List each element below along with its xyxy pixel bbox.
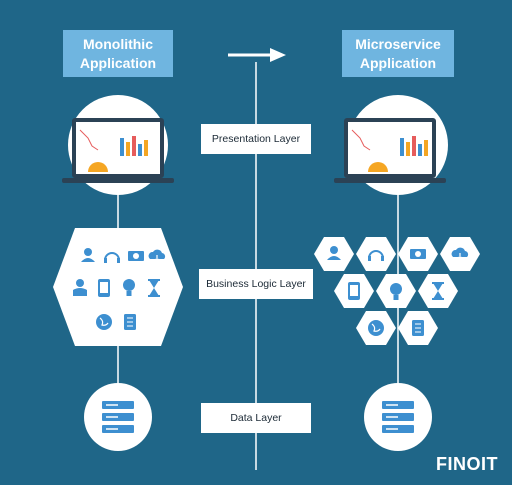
document-icon [412, 320, 424, 336]
hourglass-icon [148, 279, 160, 297]
person-icon [73, 279, 87, 296]
business-logic-layer-label: Business Logic Layer [199, 269, 313, 299]
right-server-icon [364, 383, 432, 451]
microservice-title: Microservice Application [342, 30, 454, 77]
arrow-icon [228, 48, 286, 62]
monolithic-business-hexagon [53, 228, 183, 346]
headphones-icon [368, 250, 384, 261]
headphones-icon [104, 252, 120, 263]
finoit-logo: FINOIT [436, 454, 498, 474]
globe-icon [368, 320, 384, 336]
cloud-download-icon [148, 249, 166, 262]
tablet-icon [98, 279, 110, 297]
lightbulb-icon [390, 283, 402, 300]
cloud-download-icon [451, 247, 469, 260]
user-support-icon [327, 246, 341, 260]
monolithic-title: Monolithic Application [63, 30, 173, 77]
data-layer-label: Data Layer [201, 403, 311, 433]
left-server-icon [84, 383, 152, 451]
tablet-icon [348, 282, 360, 300]
right-laptop-icon [334, 95, 448, 195]
globe-icon [96, 314, 112, 330]
document-icon [124, 314, 136, 330]
microservice-business-hexagons [314, 237, 480, 345]
left-laptop-icon [62, 95, 174, 195]
user-support-icon [81, 248, 95, 262]
money-icon [410, 249, 426, 259]
money-icon [128, 251, 144, 261]
presentation-layer-label: Presentation Layer [201, 124, 311, 154]
lightbulb-icon [123, 279, 135, 296]
hourglass-icon [432, 282, 444, 300]
